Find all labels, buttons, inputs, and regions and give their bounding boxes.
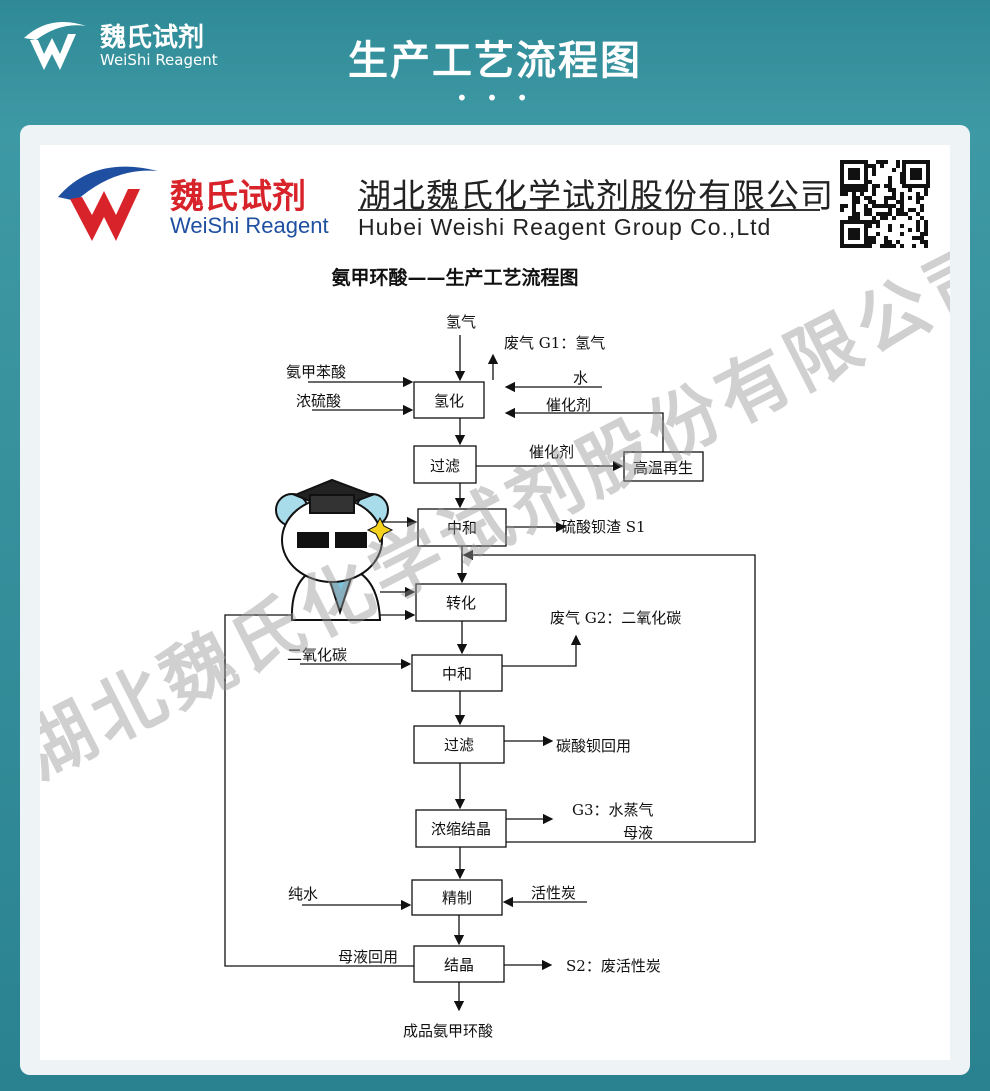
node-crystallize (413, 945, 505, 983)
flow-label: 催化剂 (546, 396, 591, 414)
flow-label: 水 (573, 369, 588, 387)
node-label: 浓缩结晶 (431, 820, 491, 838)
node-label: 结晶 (444, 956, 474, 974)
flow-label: 二氧化碳 (287, 646, 347, 664)
flow-label: 催化剂 (529, 443, 574, 461)
node-label: 过滤 (444, 736, 474, 754)
node-convert (415, 583, 507, 622)
flow-label: 废气 G2：二氧化碳 (550, 609, 681, 627)
title-dots: • • • (455, 86, 535, 110)
node-label: 精制 (442, 889, 472, 907)
node-label: 中和 (447, 519, 477, 537)
qr-code-icon (840, 160, 930, 248)
node-filter-1 (413, 445, 477, 484)
flow-label: 母液 (623, 824, 653, 842)
flow-label: 氢气 (446, 313, 476, 331)
node-regen (623, 451, 704, 482)
flow-label: 废气 G1：氢气 (504, 334, 605, 352)
node-label: 高温再生 (633, 459, 693, 477)
flow-label: 硫酸钡渣 S1 (561, 518, 646, 536)
top-logo-en: WeiShi Reagent (100, 51, 218, 69)
flow-label: 活性炭 (531, 884, 576, 902)
node-label: 中和 (442, 665, 472, 683)
page-title: 生产工艺流程图 (348, 38, 642, 84)
node-neutralize-1 (417, 508, 507, 547)
top-logo-cn: 魏氏试剂 (100, 23, 205, 53)
flow-label: S2：废活性炭 (566, 957, 661, 975)
company-name-en: Hubei Weishi Reagent Group Co.,Ltd (358, 214, 772, 240)
flow-label: 成品氨甲环酸 (403, 1022, 493, 1040)
flow-chart-image: 魏氏试剂 WeiShi Reagent 湖北魏氏化学试剂股份有限公司 Hubei… (40, 145, 950, 1060)
flow-label: 纯水 (288, 885, 318, 903)
process-flow-diagram: 氢化 过滤 中和 转化 中和 过滤 浓缩结晶 精制 结晶 高温再生 氢气 废气 … (224, 313, 756, 1040)
weishi-logo-icon (24, 22, 86, 70)
flow-label: 浓硫酸 (296, 392, 341, 410)
flow-label: G3：水蒸气 (572, 801, 654, 819)
divider (358, 209, 820, 211)
diagram-title: 氨甲环酸——生产工艺流程图 (331, 267, 579, 289)
flow-label: 氨甲苯酸 (286, 363, 346, 381)
node-concentrate (415, 809, 507, 848)
bear-mascot-icon (275, 478, 394, 621)
flow-label: 母液回用 (338, 948, 398, 966)
top-logo: 魏氏试剂 WeiShi Reagent (20, 18, 218, 74)
node-filter-2 (413, 725, 505, 764)
company-logo-en: WeiShi Reagent (170, 213, 329, 238)
flow-label: 碳酸钡回用 (556, 737, 631, 755)
company-logo-icon (58, 166, 158, 241)
content-card: 魏氏试剂 WeiShi Reagent 湖北魏氏化学试剂股份有限公司 Hubei… (20, 125, 970, 1075)
company-name-cn: 湖北魏氏化学试剂股份有限公司 (358, 176, 834, 215)
node-refine (411, 879, 503, 916)
node-label: 转化 (446, 594, 476, 612)
company-logo-cn: 魏氏试剂 (170, 177, 306, 217)
node-label: 过滤 (430, 457, 460, 475)
node-hydrogenation (413, 381, 485, 419)
node-neutralize-2 (411, 654, 503, 692)
node-label: 氢化 (434, 392, 464, 410)
